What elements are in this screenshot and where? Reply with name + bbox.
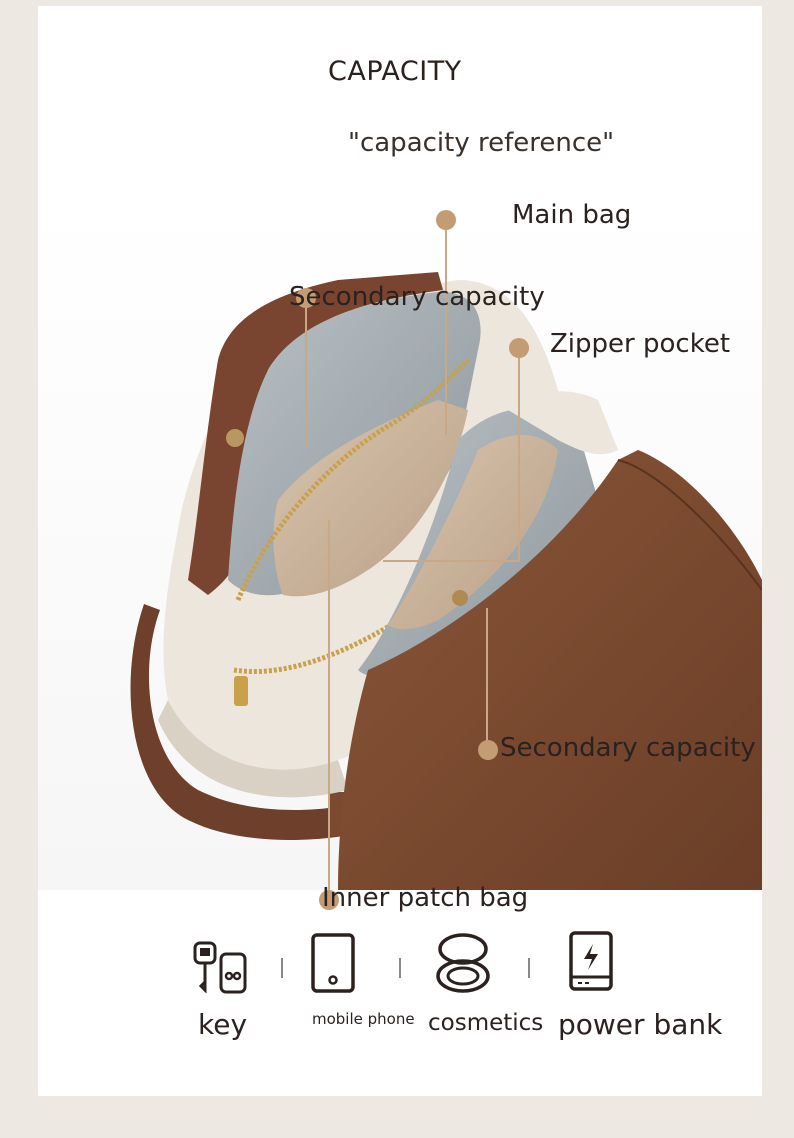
callout-dot-secondary-top bbox=[296, 288, 316, 308]
item-label-power-bank: power bank bbox=[558, 1008, 723, 1041]
power-bank-icon bbox=[569, 931, 613, 991]
compact-mirror-icon bbox=[436, 933, 490, 993]
item-label-mobile-phone: mobile phone bbox=[312, 1010, 415, 1028]
callout-line-zipper-horizontal bbox=[383, 560, 520, 562]
callout-line-secondary-right bbox=[486, 608, 488, 748]
callout-line-secondary-top bbox=[305, 298, 307, 448]
item-label-cosmetics: cosmetics bbox=[428, 1010, 544, 1036]
key-icon bbox=[193, 941, 247, 994]
mobile-phone-icon bbox=[311, 933, 355, 993]
callout-dot-main-bag bbox=[436, 210, 456, 230]
zipper-pull bbox=[234, 676, 248, 706]
callout-dot-zipper-pocket bbox=[509, 338, 529, 358]
items-row: key mobile phone cosmetics power bank bbox=[0, 920, 794, 1070]
callout-dot-secondary-right bbox=[478, 740, 498, 760]
bag-photo bbox=[38, 200, 762, 890]
callout-dot-inner-patch bbox=[319, 890, 339, 910]
label-main-bag: Main bag bbox=[512, 200, 632, 230]
callout-line-main-bag bbox=[445, 220, 447, 435]
separator bbox=[528, 958, 530, 978]
item-label-key: key bbox=[198, 1008, 248, 1041]
front-flap bbox=[338, 450, 762, 890]
label-secondary-capacity-top: Secondary capacity bbox=[289, 282, 545, 312]
page-subtitle: "capacity reference" bbox=[348, 128, 615, 158]
callout-line-inner-patch bbox=[328, 520, 330, 900]
label-inner-patch-bag: Inner patch bag bbox=[322, 883, 529, 913]
callout-line-zipper-vertical bbox=[518, 350, 520, 562]
inner-patch-pocket bbox=[273, 400, 468, 597]
separator bbox=[281, 958, 283, 978]
label-zipper-pocket: Zipper pocket bbox=[550, 329, 731, 359]
label-secondary-capacity-right: Secondary capacity bbox=[500, 733, 756, 763]
separator bbox=[399, 958, 401, 978]
page-title: CAPACITY bbox=[328, 56, 462, 87]
